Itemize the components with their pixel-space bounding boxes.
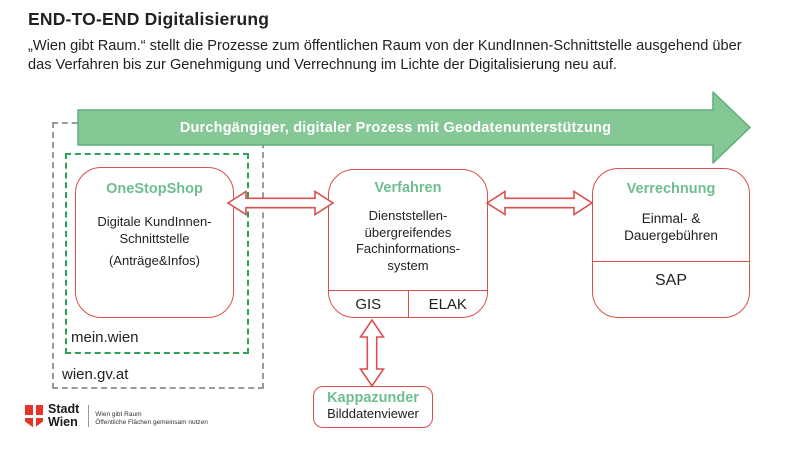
box-verfahren: Verfahren Dienststellen- übergreifendes … xyxy=(328,169,488,318)
box-verrechnung-line1: Einmal- & xyxy=(641,211,701,226)
box-kappazunder: Kappazunder Bilddatenviewer xyxy=(313,386,433,428)
process-arrow-label: Durchgängiger, digitaler Prozess mit Geo… xyxy=(179,119,612,136)
cell-gis: GIS xyxy=(355,295,382,313)
zone-mein-wien-label: mein.wien xyxy=(71,329,139,346)
box-onestopshop-line3: (Anträge&Infos) xyxy=(108,253,201,268)
logo-tagline-line2: Öffentliche Flächen gemeinsam nutzen xyxy=(95,418,208,426)
box-verfahren-title: Verfahren xyxy=(374,180,442,196)
box-kappazunder-title: Kappazunder xyxy=(327,390,419,406)
box-onestopshop: OneStopShop Digitale KundInnen- Schnitts… xyxy=(75,167,234,318)
page-title: END-TO-END Digitalisierung xyxy=(28,9,270,29)
stadt-wien-logo: Stadt Wien Wien gibt Raum Öffentliche Fl… xyxy=(25,403,208,428)
box-verfahren-subsystems: GIS ELAK xyxy=(329,290,487,317)
cell-sap: SAP xyxy=(593,261,749,317)
logo-divider xyxy=(88,405,90,427)
box-verfahren-line3: Fachinformations- xyxy=(355,241,461,256)
box-onestopshop-text: Digitale KundInnen- Schnittstelle xyxy=(97,214,211,247)
logo-tagline: Wien gibt Raum Öffentliche Flächen gemei… xyxy=(95,411,208,427)
logo-brand: Stadt Wien xyxy=(48,403,79,428)
box-verrechnung-text: Einmal- & Dauergebühren xyxy=(624,210,718,244)
box-verfahren-line4: system xyxy=(387,257,429,273)
box-verrechnung-title: Verrechnung xyxy=(626,181,716,197)
page-subtitle-line2: das Verfahren bis zur Genehmigung und Ve… xyxy=(28,57,617,73)
box-verrechnung-line2: Dauergebühren xyxy=(624,228,718,243)
cell-elak: ELAK xyxy=(407,291,488,317)
zone-wien-gv-at-label: wien.gv.at xyxy=(62,366,129,383)
page-subtitle-line1: „Wien gibt Raum.“ stellt die Prozesse zu… xyxy=(28,38,742,54)
logo-tagline-line1: Wien gibt Raum xyxy=(95,410,142,418)
page-subtitle: „Wien gibt Raum.“ stellt die Prozesse zu… xyxy=(28,37,780,75)
box-verfahren-line1: Dienststellen- xyxy=(368,208,448,223)
wien-shield-icon xyxy=(25,405,43,428)
box-onestopshop-line1: Digitale KundInnen- xyxy=(97,214,212,229)
box-onestopshop-title: OneStopShop xyxy=(106,181,203,197)
box-verfahren-line2: übergreifendes xyxy=(364,224,452,240)
logo-brand-line1: Stadt xyxy=(48,402,80,416)
connector-gis-kappazunder xyxy=(358,318,386,388)
box-kappazunder-subtitle: Bilddatenviewer xyxy=(327,406,419,421)
box-onestopshop-line2: Schnittstelle xyxy=(119,230,190,246)
logo-brand-line2: Wien xyxy=(48,414,78,429)
box-verrechnung: Verrechnung Einmal- & Dauergebühren SAP xyxy=(592,168,750,318)
box-verfahren-text: Dienststellen- übergreifendes Fachinform… xyxy=(356,208,460,274)
connector-verfahren-verrechnung xyxy=(485,190,594,216)
